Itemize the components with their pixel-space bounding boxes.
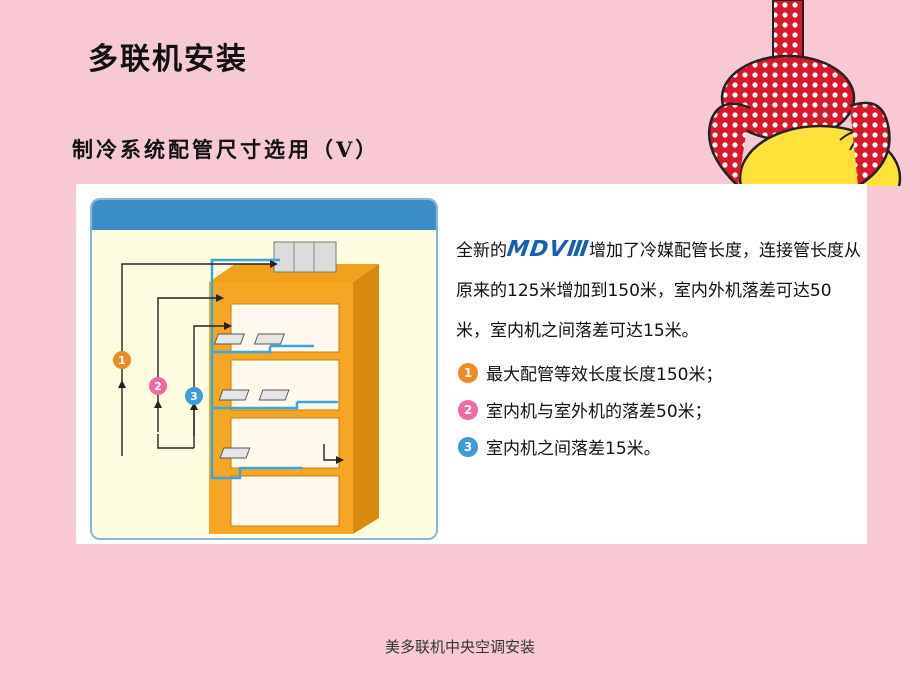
diagram-figure: 1 2 3 全新的MDVⅢ增加了冷媒配管长度，连接管长度从原来的125米增加到1… — [76, 184, 867, 544]
spec-points-list: 1 最大配管等效长度长度150米； 2 室内机与室外机的落差50米； 3 室内机… — [458, 354, 858, 465]
building-diagram: 1 2 3 — [113, 241, 379, 534]
marker-1-icon — [113, 351, 131, 369]
outdoor-unit — [273, 241, 337, 273]
point-text: 最大配管等效长度长度150米； — [486, 365, 723, 385]
section-subtitle: 制冷系统配管尺寸选用（V） — [72, 137, 380, 162]
marker-3-label: 3 — [190, 390, 198, 403]
point-text: 室内机之间落差15米。 — [486, 439, 661, 459]
footer-caption: 美多联机中央空调安装 — [384, 638, 535, 656]
indoor-unit — [218, 389, 250, 401]
indoor-unit — [219, 447, 251, 459]
intro-text-after: 增加了冷媒配管长度，连接管长度从原来的125米增加到150米，室内外机落差可达5… — [456, 241, 861, 341]
building-diagram-panel: 1 2 3 — [90, 198, 438, 540]
number-3-icon: 3 — [458, 436, 478, 457]
list-item: 3 室内机之间落差15米。 — [458, 428, 858, 465]
brand-logo: MDVⅢ — [505, 237, 591, 262]
building-side — [353, 264, 379, 534]
refrigerant-piping — [210, 258, 338, 480]
number-2-icon: 2 — [458, 399, 478, 420]
intro-paragraph: 全新的MDVⅢ增加了冷媒配管长度，连接管长度从原来的125米增加到150米，室内… — [456, 230, 861, 351]
list-item: 2 室内机与室外机的落差50米； — [458, 391, 858, 428]
marker-2-label: 2 — [154, 380, 162, 393]
indoor-unit — [213, 333, 245, 345]
intro-text-before: 全新的 — [456, 241, 507, 261]
marker-2-icon — [149, 377, 167, 395]
list-item: 1 最大配管等效长度长度150米； — [458, 354, 858, 391]
marker-1-label: 1 — [118, 354, 126, 367]
point-text: 室内机与室外机的落差50米； — [486, 402, 712, 422]
indoor-unit — [258, 389, 290, 401]
slide-title: 多联机安装 — [88, 42, 248, 77]
panel-header-bar — [92, 200, 436, 230]
number-1-icon: 1 — [458, 362, 478, 383]
indoor-unit — [253, 333, 285, 345]
marker-3-icon — [185, 387, 203, 405]
mascot-illustration — [707, 0, 902, 186]
